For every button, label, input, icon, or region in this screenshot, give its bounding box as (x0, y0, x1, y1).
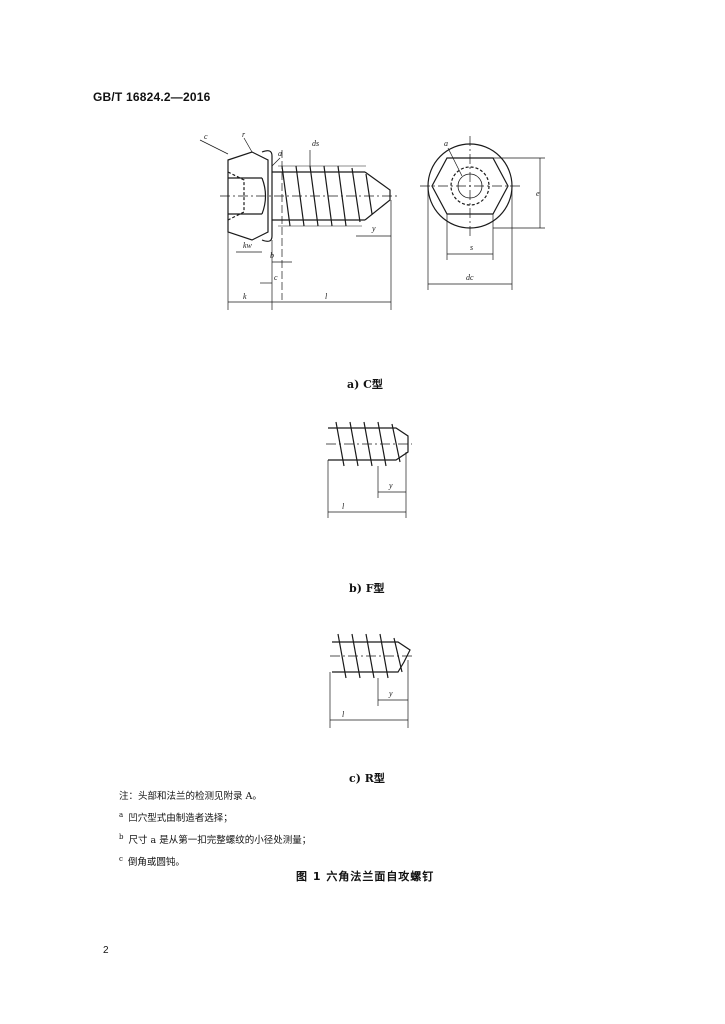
dimension-labels: c r a ds kw b c k l y s dc e a y l y l (204, 130, 540, 719)
note-mark: b (119, 833, 124, 842)
note-text: 凹穴型式由制造者选择； (128, 813, 233, 825)
standard-code: GB/T 16824.2—2016 (93, 90, 211, 104)
dim-a: a (278, 149, 282, 158)
dim-l: l (325, 292, 328, 301)
dim-c: c (204, 132, 208, 141)
dim-k: k (243, 292, 247, 301)
note-text: 尺寸 a 是从第一扣完整螺纹的小径处测量； (128, 835, 312, 847)
dim-a2: a (444, 139, 448, 148)
figure-title: 图 1 六角法兰面自攻螺钉 (296, 870, 435, 883)
note-mark: a (119, 811, 124, 819)
screw-r-type-view (329, 633, 414, 728)
dim-l-r: l (342, 710, 345, 719)
dim-kw: kw (243, 241, 253, 250)
dim-c2: c (274, 273, 278, 282)
dim-dc: dc (466, 273, 474, 282)
note-item: c 倒角或圆钝。 (119, 850, 311, 872)
caption-r-type: c) R型 (349, 772, 385, 785)
screw-side-view (199, 137, 400, 310)
screw-f-type-view (326, 421, 412, 518)
screw-end-view (420, 136, 545, 290)
dim-r: r (242, 130, 246, 139)
dim-b: b (270, 251, 274, 260)
dim-y-r: y (388, 689, 393, 698)
note-mark: c (119, 855, 123, 864)
dim-ds: ds (312, 139, 319, 148)
dim-e: e (536, 189, 540, 198)
dim-y-f: y (388, 481, 393, 490)
page-number: 2 (103, 945, 109, 956)
notes-intro: 注：头部和法兰的检测见附录 A。 (119, 791, 262, 802)
dim-l-f: l (342, 502, 345, 511)
caption-c-type: a) C型 (347, 378, 383, 391)
dim-y: y (371, 224, 376, 233)
figure-notes: 注：头部和法兰的检测见附录 A。 a 凹穴型式由制造者选择； b 尺寸 a 是从第一… (119, 787, 311, 872)
note-text: 倒角或圆钝。 (127, 857, 185, 869)
dim-s: s (470, 243, 473, 252)
caption-f-type: b) F型 (349, 582, 385, 595)
note-item: b 尺寸 a 是从第一扣完整螺纹的小径处测量； (119, 828, 311, 850)
note-item: a 凹穴型式由制造者选择； (119, 806, 311, 828)
